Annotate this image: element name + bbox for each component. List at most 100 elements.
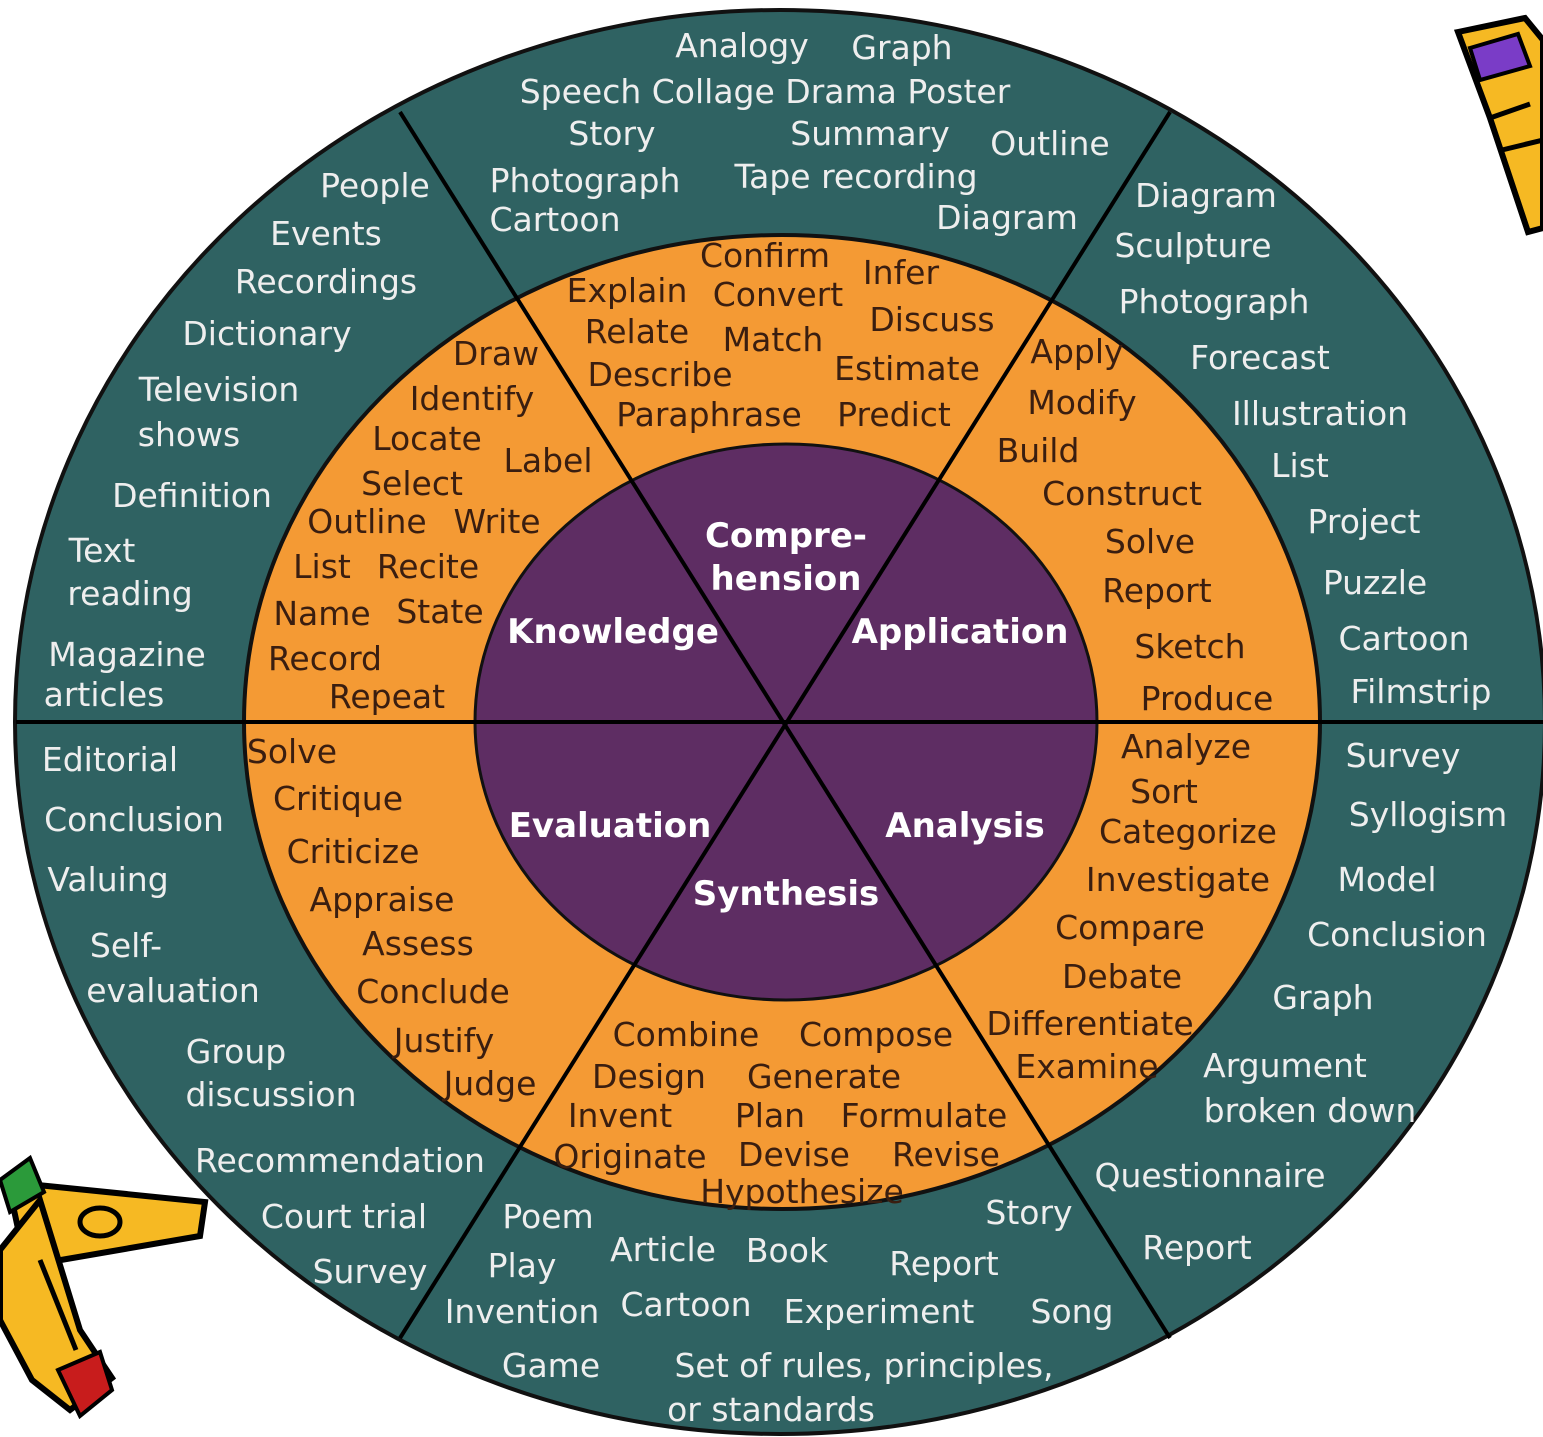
product-knowledge: Television bbox=[138, 370, 300, 409]
verb-knowledge: Label bbox=[503, 441, 592, 480]
product-knowledge: People bbox=[320, 166, 430, 205]
product-evaluation: discussion bbox=[185, 1075, 356, 1114]
product-evaluation: Survey bbox=[313, 1252, 428, 1291]
product-analysis: Conclusion bbox=[1307, 915, 1487, 954]
verb-comprehension: Explain bbox=[567, 271, 688, 310]
verb-knowledge: Write bbox=[453, 502, 540, 541]
product-knowledge: shows bbox=[138, 415, 240, 454]
product-synthesis: Set of rules, principles, bbox=[674, 1346, 1053, 1385]
core-label-comprehension-line2: hension bbox=[711, 559, 862, 599]
product-knowledge: Text bbox=[68, 531, 136, 570]
product-comprehension: Story bbox=[568, 114, 655, 153]
verb-evaluation: Critique bbox=[273, 779, 403, 818]
product-analysis: Report bbox=[1142, 1228, 1251, 1267]
product-synthesis: Play bbox=[488, 1246, 557, 1285]
verb-application: Sketch bbox=[1134, 627, 1245, 666]
verb-application: Construct bbox=[1042, 474, 1202, 513]
verb-application: Produce bbox=[1141, 679, 1274, 718]
verb-evaluation: Justify bbox=[392, 1021, 495, 1060]
product-synthesis: Story bbox=[985, 1193, 1072, 1232]
verb-application: Solve bbox=[1105, 522, 1195, 561]
product-knowledge: reading bbox=[67, 574, 192, 613]
verb-comprehension: Estimate bbox=[834, 349, 980, 388]
verb-analysis: Debate bbox=[1062, 957, 1182, 996]
core-label-application: Application bbox=[852, 612, 1069, 652]
verb-synthesis: Devise bbox=[738, 1135, 850, 1174]
pencil-top-right-icon bbox=[1453, 14, 1543, 236]
verb-evaluation: Assess bbox=[362, 924, 474, 963]
product-synthesis: Experiment bbox=[784, 1292, 975, 1331]
verb-knowledge: Recite bbox=[377, 547, 479, 586]
product-application: Forecast bbox=[1190, 338, 1330, 377]
verb-comprehension: Confirm bbox=[700, 236, 830, 275]
product-evaluation: Conclusion bbox=[44, 800, 224, 839]
verb-comprehension: Describe bbox=[587, 355, 732, 394]
product-knowledge: Magazine bbox=[48, 635, 206, 674]
product-comprehension: Diagram bbox=[936, 198, 1078, 237]
verb-knowledge: Repeat bbox=[329, 677, 445, 716]
product-synthesis: Invention bbox=[445, 1292, 600, 1331]
product-knowledge: Definition bbox=[112, 476, 272, 515]
verb-synthesis: Invent bbox=[568, 1096, 672, 1135]
verb-knowledge: Record bbox=[268, 639, 382, 678]
product-synthesis: Game bbox=[502, 1346, 600, 1385]
core-label-analysis: Analysis bbox=[885, 806, 1044, 846]
product-application: Project bbox=[1308, 502, 1421, 541]
verb-comprehension: Convert bbox=[713, 275, 844, 314]
verb-synthesis: Design bbox=[592, 1057, 706, 1096]
product-analysis: Questionnaire bbox=[1094, 1156, 1325, 1195]
pencil-bottom-left-icon bbox=[0, 1154, 209, 1420]
verb-synthesis: Revise bbox=[892, 1135, 1000, 1174]
product-knowledge: articles bbox=[44, 675, 165, 714]
verb-analysis: Investigate bbox=[1086, 860, 1270, 899]
verb-analysis: Categorize bbox=[1099, 812, 1277, 851]
product-application: List bbox=[1271, 446, 1329, 485]
verb-knowledge: State bbox=[396, 592, 483, 631]
product-synthesis: Cartoon bbox=[620, 1285, 751, 1324]
verb-application: Modify bbox=[1027, 383, 1136, 422]
verb-synthesis: Compose bbox=[799, 1015, 953, 1054]
product-evaluation: Group bbox=[186, 1032, 286, 1071]
verb-synthesis: Plan bbox=[735, 1096, 805, 1135]
product-knowledge: Events bbox=[270, 214, 382, 253]
verb-comprehension: Discuss bbox=[869, 300, 994, 339]
verb-evaluation: Appraise bbox=[310, 880, 455, 919]
core-label-synthesis: Synthesis bbox=[693, 874, 880, 914]
product-analysis: Syllogism bbox=[1349, 795, 1507, 834]
product-comprehension: Summary bbox=[790, 114, 949, 153]
verb-analysis: Sort bbox=[1130, 772, 1198, 811]
product-comprehension: Speech Collage Drama Poster bbox=[520, 72, 1011, 111]
product-synthesis: Poem bbox=[502, 1197, 593, 1236]
verb-knowledge: Select bbox=[361, 464, 463, 503]
product-evaluation: Recommendation bbox=[195, 1141, 485, 1180]
verb-synthesis: Formulate bbox=[841, 1096, 1008, 1135]
verb-analysis: Analyze bbox=[1121, 727, 1251, 766]
product-application: Diagram bbox=[1135, 176, 1277, 215]
product-knowledge: Recordings bbox=[235, 262, 417, 301]
product-analysis: Survey bbox=[1346, 736, 1461, 775]
product-synthesis: Book bbox=[746, 1231, 829, 1270]
product-analysis: Model bbox=[1337, 860, 1436, 899]
verb-knowledge: Outline bbox=[307, 502, 426, 541]
verb-comprehension: Predict bbox=[837, 395, 951, 434]
verb-evaluation: Solve bbox=[247, 732, 337, 771]
verb-comprehension: Paraphrase bbox=[616, 395, 802, 434]
product-comprehension: Tape recording bbox=[733, 157, 977, 196]
verb-comprehension: Relate bbox=[585, 312, 689, 351]
product-application: Illustration bbox=[1232, 394, 1408, 433]
verb-application: Report bbox=[1102, 571, 1211, 610]
verb-knowledge: List bbox=[293, 547, 351, 586]
verb-synthesis: Hypothesize bbox=[700, 1172, 904, 1211]
verb-knowledge: Name bbox=[273, 594, 370, 633]
verb-analysis: Examine bbox=[1015, 1047, 1158, 1086]
product-comprehension: Graph bbox=[851, 28, 952, 67]
product-analysis: Graph bbox=[1272, 978, 1373, 1017]
core-label-knowledge: Knowledge bbox=[507, 612, 719, 652]
verb-evaluation: Conclude bbox=[356, 972, 510, 1011]
core-label-evaluation: Evaluation bbox=[509, 806, 712, 846]
verb-synthesis: Originate bbox=[553, 1137, 706, 1176]
product-evaluation: evaluation bbox=[86, 971, 260, 1010]
product-comprehension: Outline bbox=[990, 124, 1109, 163]
product-evaluation: Self- bbox=[90, 926, 162, 965]
verb-analysis: Differentiate bbox=[986, 1004, 1193, 1043]
